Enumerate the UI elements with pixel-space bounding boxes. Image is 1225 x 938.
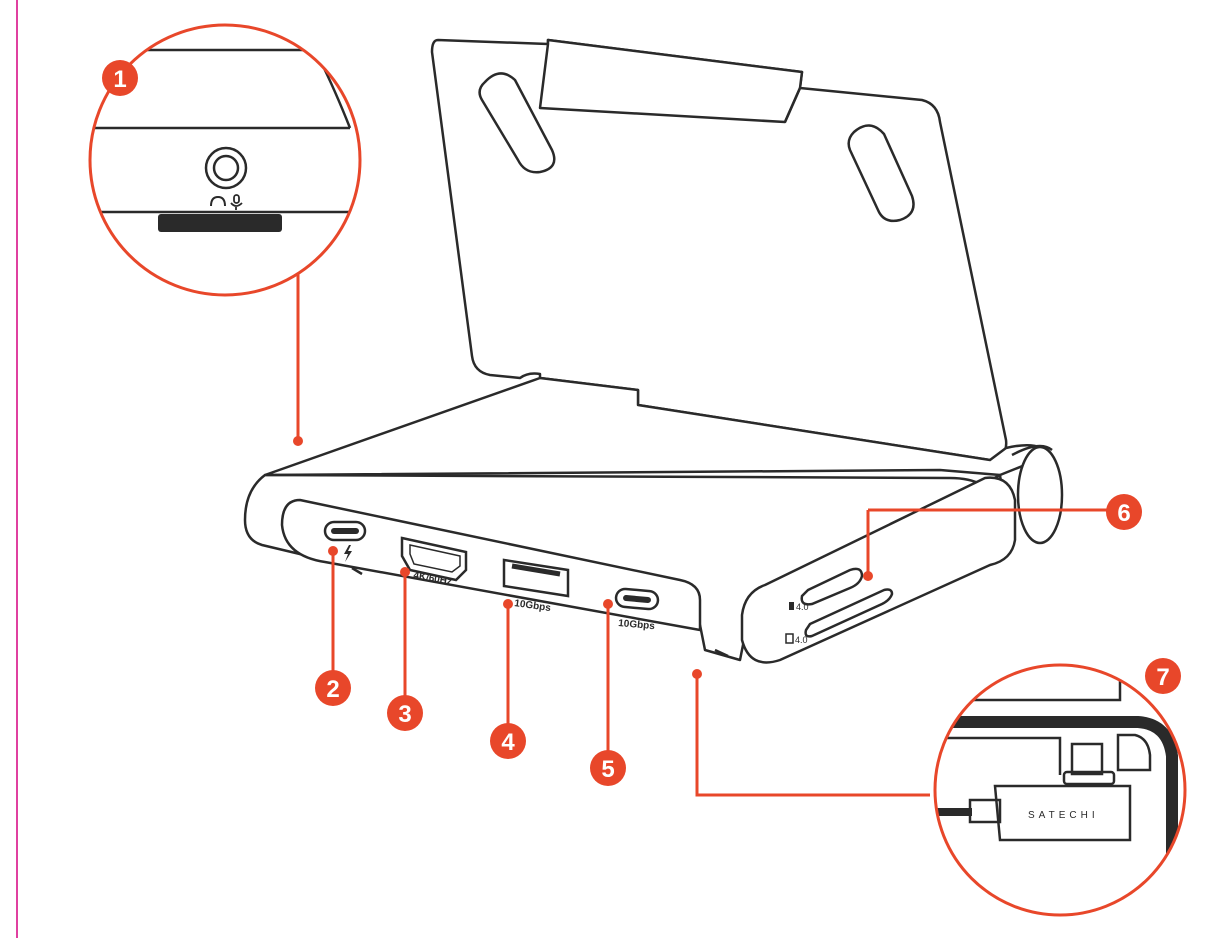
usb-c-speed-label: 10Gbps <box>618 618 656 632</box>
badge-6-number: 6 <box>1117 500 1130 527</box>
microsd-speed-label: 4.0 <box>795 635 808 645</box>
sd-card-icon <box>789 602 794 610</box>
badge-1-number: 1 <box>113 66 126 93</box>
badge-3: 3 <box>387 695 423 731</box>
usb-a-speed-label: 10Gbps <box>514 598 552 614</box>
badge-7: 7 <box>1145 658 1181 694</box>
badge-1: 1 <box>102 60 138 96</box>
hub-base <box>243 376 1064 664</box>
badge-5: 5 <box>590 750 626 786</box>
port-usb-a <box>502 558 570 598</box>
brand-wordmark: SATECHI <box>1028 810 1099 821</box>
microphone-icon <box>230 194 243 210</box>
callout-dots <box>293 436 873 679</box>
badge-2-number: 2 <box>326 676 339 703</box>
badge-4: 4 <box>490 723 526 759</box>
badge-5-number: 5 <box>601 756 614 783</box>
callout-lines <box>296 270 1115 797</box>
badge-4-number: 4 <box>501 729 515 756</box>
port-usb-c-data <box>614 587 660 611</box>
headphone-icon <box>210 195 226 207</box>
port-usb-c-pd <box>323 520 367 542</box>
microsd-card-icon <box>785 633 794 644</box>
badge-2: 2 <box>315 670 351 706</box>
card-reader-slots <box>800 567 894 638</box>
badge-3-number: 3 <box>398 701 411 728</box>
port-hdmi <box>400 536 468 582</box>
lightning-icon <box>344 545 352 562</box>
page-edge-rule <box>16 0 18 938</box>
zoom-detail-usb-c-connector: SATECHI <box>933 663 1187 917</box>
badge-6: 6 <box>1106 494 1142 530</box>
sd-speed-label: 4.0 <box>796 602 809 612</box>
stand-panel <box>430 38 1008 462</box>
badge-7-number: 7 <box>1156 664 1169 691</box>
